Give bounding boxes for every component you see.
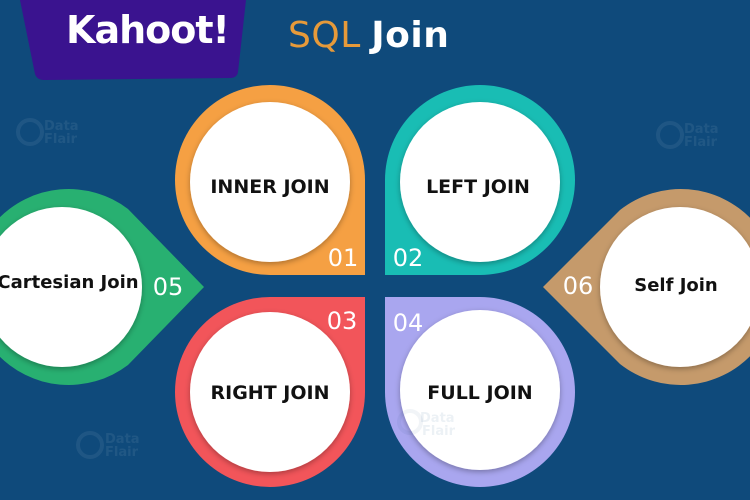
join-label-left: LEFT JOIN bbox=[426, 176, 530, 198]
join-item-cartesian: Cartesian Join 05 bbox=[0, 189, 204, 385]
svg-text:Data: Data bbox=[420, 411, 455, 426]
join-item-inner: INNER JOIN 01 bbox=[175, 85, 365, 275]
join-number-01: 01 bbox=[328, 244, 359, 272]
join-number-03: 03 bbox=[327, 307, 358, 335]
join-number-04: 04 bbox=[393, 309, 424, 337]
join-item-right: RIGHT JOIN 03 bbox=[175, 297, 365, 487]
kahoot-banner: Kahoot! bbox=[0, 0, 260, 82]
join-number-02: 02 bbox=[393, 244, 424, 272]
join-item-self: Self Join 06 bbox=[543, 189, 750, 385]
svg-text:Flair: Flair bbox=[105, 445, 139, 460]
join-item-full: FULL JOIN Data Flair 04 bbox=[385, 297, 575, 487]
svg-text:Flair: Flair bbox=[422, 424, 456, 439]
svg-text:Data: Data bbox=[684, 122, 719, 137]
page-title: SQL Join bbox=[288, 14, 449, 56]
join-number-05: 05 bbox=[153, 273, 184, 301]
svg-text:Flair: Flair bbox=[44, 132, 78, 147]
join-label-full: FULL JOIN bbox=[427, 382, 532, 404]
title-sql: SQL bbox=[288, 15, 361, 56]
title-join: Join bbox=[371, 15, 450, 56]
join-label-inner: INNER JOIN bbox=[210, 176, 329, 198]
join-label-cartesian: Cartesian Join bbox=[0, 272, 139, 293]
svg-text:Flair: Flair bbox=[684, 135, 718, 150]
svg-text:Data: Data bbox=[105, 432, 140, 447]
svg-text:Data: Data bbox=[44, 119, 79, 134]
join-label-self: Self Join bbox=[634, 275, 718, 296]
join-number-06: 06 bbox=[563, 272, 594, 300]
watermark: Data Flair Data Flair Data Flair bbox=[16, 118, 719, 460]
join-item-left: LEFT JOIN 02 bbox=[385, 85, 575, 275]
kahoot-logo: Kahoot! bbox=[66, 8, 230, 52]
join-label-right: RIGHT JOIN bbox=[211, 382, 330, 404]
